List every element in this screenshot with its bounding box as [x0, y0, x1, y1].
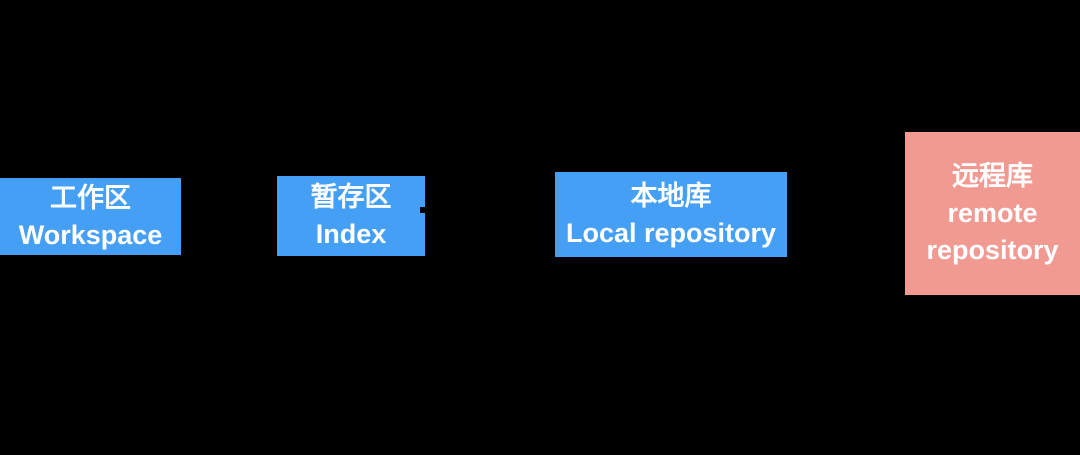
local-repository-box: 本地库 Local repository — [555, 172, 787, 257]
arrowhead-remnant-icon — [420, 207, 427, 213]
index-box: 暂存区 Index — [277, 176, 425, 256]
remote-repository-label-zh: 远程库 — [952, 161, 1033, 191]
local-repository-label-zh: 本地库 — [630, 180, 712, 211]
remote-repository-label-en-line2: repository — [926, 235, 1059, 265]
workspace-label-zh: 工作区 — [50, 182, 131, 213]
local-repository-label-en: Local repository — [565, 217, 777, 248]
workspace-box: 工作区 Workspace — [0, 178, 181, 255]
index-label-zh: 暂存区 — [310, 182, 392, 212]
workspace-label-en: Workspace — [18, 219, 163, 250]
remote-repository-label-en-line1: remote — [947, 198, 1038, 228]
index-label-en: Index — [315, 219, 387, 249]
remote-repository-box: 远程库 remote repository — [905, 132, 1080, 295]
